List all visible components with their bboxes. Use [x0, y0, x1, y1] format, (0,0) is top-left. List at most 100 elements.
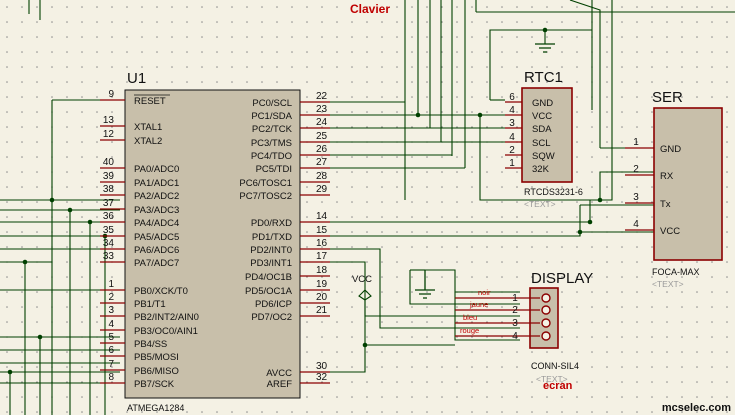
wire [451, 88, 466, 168]
pin-number: 2 [512, 305, 518, 316]
pin-name: PD2/INT0 [250, 245, 292, 256]
pin-number: 35 [103, 225, 115, 236]
pin-number: 1 [108, 279, 114, 290]
pin-name: PA0/ADC0 [134, 164, 179, 175]
ser-body [653, 107, 723, 261]
pin-name: XTAL1 [134, 122, 162, 133]
u1-microcontroller[interactable]: U1 ATMEGA1284 9RESET13XTAL112XTAL240PA0/… [100, 70, 330, 413]
pin-name: PD5/OC1A [245, 286, 293, 297]
u1-part: ATMEGA1284 [127, 403, 184, 413]
pin-socket [541, 318, 551, 328]
pin-socket [541, 293, 551, 303]
pin-number: 33 [103, 251, 115, 262]
pin-number: 28 [316, 171, 328, 182]
pin-number: 19 [316, 279, 328, 290]
pin-number: 5 [108, 332, 114, 343]
pin-number: 1 [509, 158, 515, 169]
pin-number: 32 [316, 372, 328, 383]
pin-number: 14 [316, 211, 328, 222]
u1-ref: U1 [127, 70, 146, 87]
net-label: bleu [463, 313, 477, 322]
pin-name: VCC [660, 226, 680, 237]
pin-name: PA3/ADC3 [134, 205, 179, 216]
pin-number: 8 [108, 372, 114, 383]
pin-number: 4 [108, 319, 114, 330]
pin-number: 36 [103, 211, 115, 222]
pin-number: 17 [316, 251, 328, 262]
pin-name: RESET [134, 96, 166, 107]
pin-number: 3 [108, 305, 114, 316]
pin-number: 3 [633, 192, 639, 203]
u1-body [124, 89, 301, 399]
pin-name: PB4/SS [134, 339, 167, 350]
pin-number: 21 [316, 305, 328, 316]
pin-name: PC2/TCK [252, 124, 293, 135]
junction-dot [49, 197, 55, 203]
u1-right-pins: 22PC0/SCL23PC1/SDA24PC2/TCK25PC3/TMS26PC… [239, 91, 330, 390]
rtc-ref: RTC1 [524, 69, 563, 86]
junction-dot [587, 219, 593, 225]
pin-name: PD3/INT1 [250, 258, 292, 269]
pin-number: 29 [316, 184, 328, 195]
pin-name: SCL [532, 138, 550, 149]
pin-number: 6 [108, 345, 114, 356]
vcc-label: VCC [352, 274, 372, 285]
rtc-module[interactable]: RTC1 RTCDS3231-6 <TEXT> 6GND4VCC3SDA4SCL… [505, 69, 583, 209]
junction-dot [7, 369, 13, 375]
ground-symbol-rtc [535, 43, 555, 53]
pin-number: 12 [103, 129, 115, 140]
ser-ref: SER [652, 89, 683, 106]
pin-number: 3 [512, 318, 518, 329]
pin-number: 13 [103, 115, 115, 126]
pin-number: 4 [509, 132, 515, 143]
rtc-pin: 1 32K [505, 158, 550, 175]
pin-number: 4 [512, 331, 518, 342]
pin-number: 24 [316, 117, 328, 128]
ser-pin: 3Tx [625, 192, 671, 210]
display-connector[interactable]: DISPLAY CONN-SIL4 <TEXT> 1noir2jaune3ble… [455, 270, 593, 384]
junction-dot [415, 112, 421, 118]
pin-name: PC1/SDA [251, 111, 292, 122]
pin-name: 32K [532, 164, 550, 175]
ser-part: FOCA-MAX [652, 267, 700, 277]
pin-number: 27 [316, 157, 328, 168]
pin-name: PA5/ADC5 [134, 232, 179, 243]
pin-number: 39 [103, 171, 115, 182]
pin-name: PB3/OC0/AIN1 [134, 326, 198, 337]
pin-number: 1 [512, 293, 518, 304]
display-text: <TEXT> [536, 374, 568, 384]
junction-dot [67, 207, 73, 213]
display-part: CONN-SIL4 [531, 361, 579, 371]
pin-name: RX [660, 171, 674, 182]
pin-number: 2 [509, 145, 515, 156]
pin-name: PD7/OC2 [251, 312, 292, 323]
pin-number: 40 [103, 157, 115, 168]
pin-number: 23 [316, 104, 328, 115]
pin-socket [541, 331, 551, 341]
pin-number: 25 [316, 131, 328, 142]
